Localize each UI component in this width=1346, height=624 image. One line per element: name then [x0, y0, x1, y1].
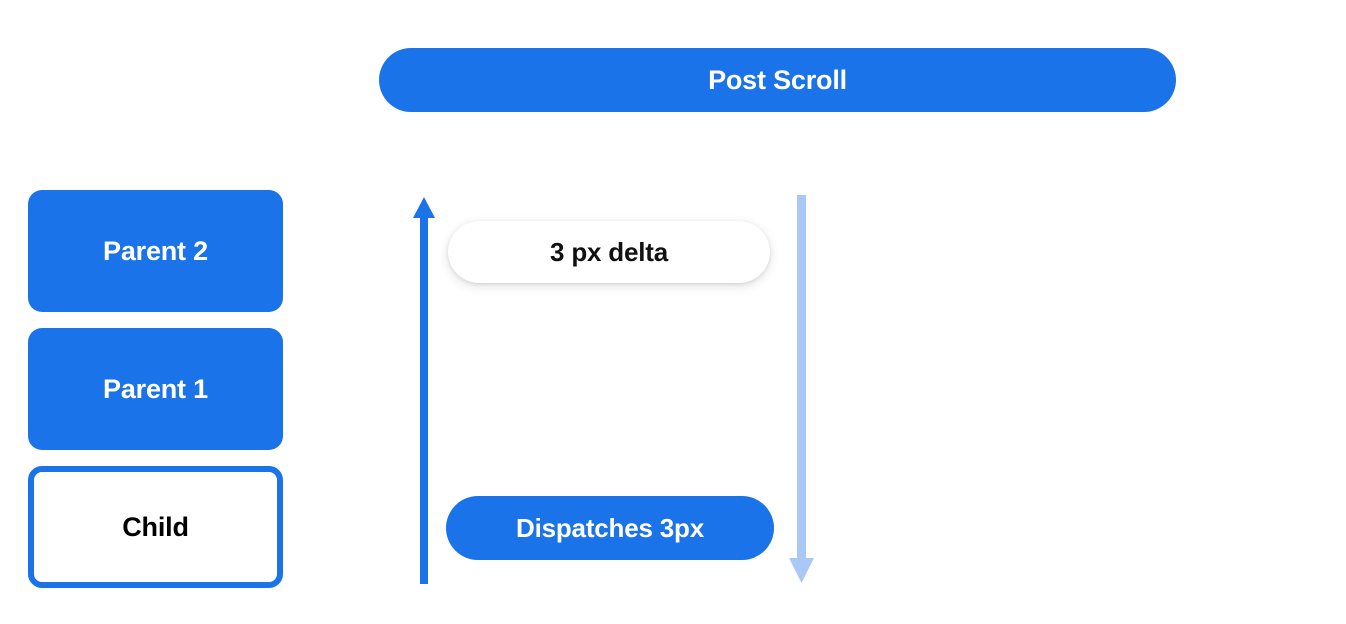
dispatch-pill: Dispatches 3px: [446, 496, 774, 560]
node-parent-2: Parent 2: [28, 190, 283, 312]
node-stack: Parent 2 Parent 1 Child: [28, 190, 283, 588]
node-child: Child: [28, 466, 283, 588]
node-parent-1-label: Parent 1: [103, 373, 208, 404]
node-parent-2-label: Parent 2: [103, 235, 208, 266]
post-scroll-header: Post Scroll: [379, 48, 1176, 112]
delta-pill-label: 3 px delta: [550, 236, 668, 267]
node-child-label: Child: [122, 511, 189, 542]
dispatch-pill-label: Dispatches 3px: [516, 512, 704, 543]
post-scroll-header-label: Post Scroll: [708, 64, 847, 95]
down-arrow-icon: [789, 195, 814, 583]
up-arrow-icon: [413, 197, 435, 584]
delta-pill: 3 px delta: [448, 221, 770, 283]
node-parent-1: Parent 1: [28, 328, 283, 450]
